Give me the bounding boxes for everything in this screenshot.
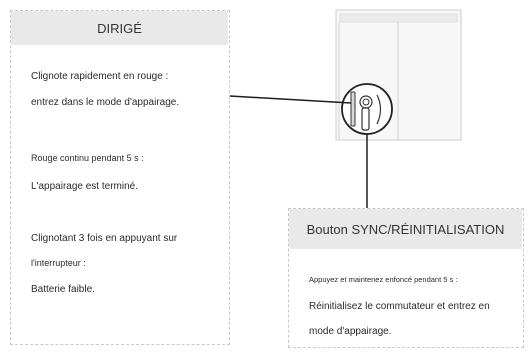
led-state-1-line1: Clignote rapidement en rouge : — [31, 71, 169, 82]
led-indicator — [350, 91, 356, 127]
sync-reset-panel: Bouton SYNC/RÉINITIALISATION Appuyez et … — [288, 208, 524, 348]
switch-clip — [361, 107, 370, 131]
led-panel-header: DIRIGÉ — [11, 11, 228, 45]
sync-panel-header: Bouton SYNC/RÉINITIALISATION — [289, 209, 522, 249]
led-state-2-line2: L'appairage est terminé. — [31, 181, 138, 192]
sync-result-line1: Réinitialisez le commutateur et entrez e… — [309, 301, 490, 312]
led-connector-line — [229, 95, 352, 104]
led-state-1-line2: entrez dans le mode d'appairage. — [31, 97, 180, 108]
sync-instruction: Appuyez et maintenez enfoncé pendant 5 s… — [309, 275, 458, 284]
led-state-3-line2: l'interrupteur : — [31, 258, 86, 268]
switch-top-edge — [339, 13, 458, 23]
sync-result-line2: mode d'appairage. — [309, 326, 392, 337]
led-state-3-line1: Clignotant 3 fois en appuyant sur — [31, 233, 178, 244]
led-panel: DIRIGÉ Clignote rapidement en rouge : en… — [10, 10, 230, 345]
led-state-2-line1: Rouge continu pendant 5 s : — [31, 153, 144, 163]
led-state-3-line3: Batterie faible. — [31, 284, 95, 295]
